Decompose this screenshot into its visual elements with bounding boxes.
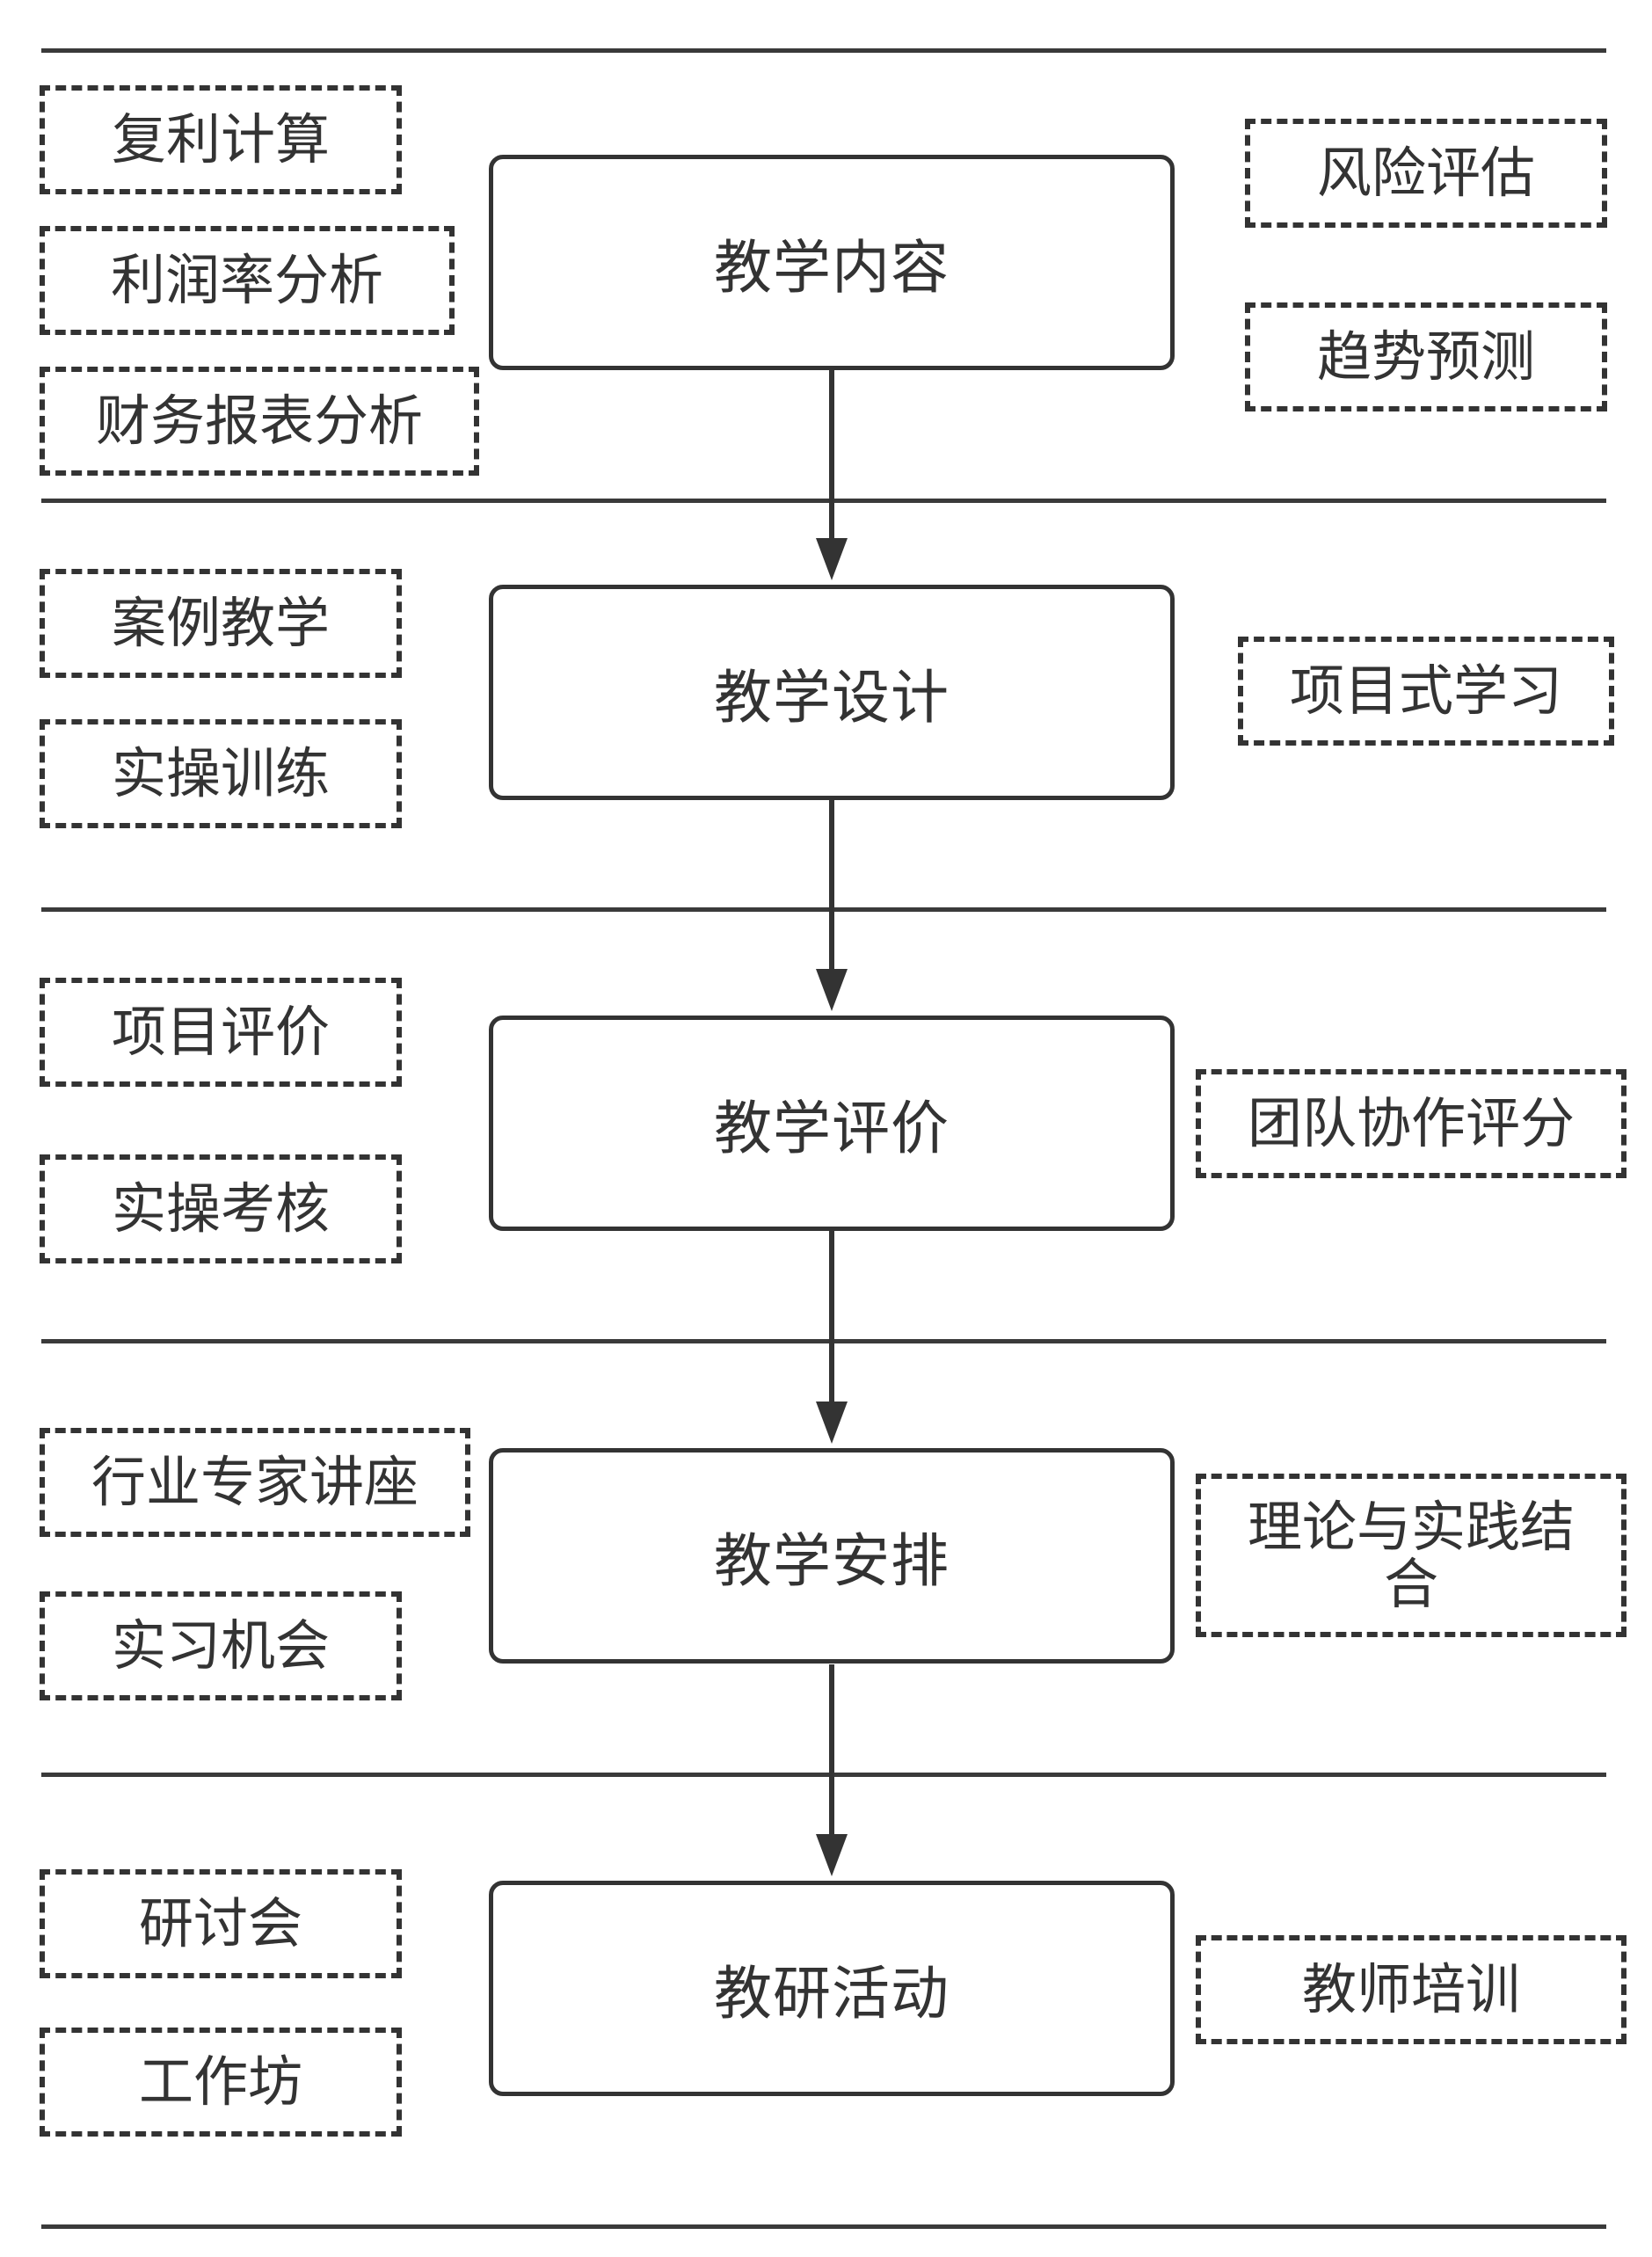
stage-label: 教学内容 [714, 233, 950, 302]
stage-box-evaluation: 教学评价 [489, 1016, 1175, 1231]
item-box: 团队协作评分 [1196, 1069, 1627, 1178]
item-box: 利润率分析 [40, 226, 455, 335]
item-box: 研讨会 [40, 1869, 402, 1978]
item-label: 项目评价 [111, 1000, 330, 1065]
item-box: 工作坊 [40, 2028, 402, 2137]
item-label: 实操训练 [111, 741, 330, 806]
item-box: 趋势预测 [1245, 302, 1607, 411]
stage-box-design: 教学设计 [489, 585, 1175, 800]
separator-line [41, 2224, 1606, 2229]
separator-line [41, 1339, 1606, 1343]
arrow-4-head [816, 1834, 848, 1876]
item-label: 风险评估 [1316, 141, 1535, 206]
item-label: 利润率分析 [110, 248, 383, 313]
item-box: 项目评价 [40, 978, 402, 1087]
item-box: 实操训练 [40, 719, 402, 828]
arrow-2-head [816, 969, 848, 1011]
separator-line [41, 48, 1606, 53]
item-box: 复利计算 [40, 85, 402, 194]
item-label: 行业专家讲座 [91, 1450, 418, 1515]
item-label: 团队协作评分 [1247, 1091, 1575, 1156]
arrow-1-head [816, 538, 848, 580]
stage-label: 教研活动 [714, 1959, 950, 2028]
item-box: 项目式学习 [1238, 637, 1614, 746]
item-box: 财务报表分析 [40, 367, 479, 476]
separator-line [41, 499, 1606, 503]
item-box: 风险评估 [1245, 119, 1607, 228]
stage-label: 教学评价 [714, 1094, 950, 1162]
separator-line [41, 907, 1606, 912]
item-box: 理论与实践结合 [1196, 1474, 1627, 1637]
item-label: 工作坊 [138, 2050, 302, 2115]
stage-box-arrangement: 教学安排 [489, 1448, 1175, 1664]
stage-label: 教学设计 [714, 663, 950, 732]
item-box: 教师培训 [1196, 1935, 1627, 2044]
item-label: 复利计算 [111, 107, 330, 172]
stage-box-content: 教学内容 [489, 155, 1175, 370]
item-label: 教师培训 [1301, 1957, 1520, 2022]
separator-line [41, 1773, 1606, 1777]
stage-label: 教学安排 [714, 1526, 950, 1595]
item-label: 案例教学 [111, 591, 330, 656]
item-label: 理论与实践结合 [1247, 1494, 1575, 1616]
item-label: 研讨会 [138, 1891, 302, 1956]
item-label: 实习机会 [111, 1613, 330, 1678]
arrow-3-head [816, 1402, 848, 1444]
item-label: 实操考核 [111, 1176, 330, 1241]
item-label: 财务报表分析 [95, 389, 423, 454]
item-box: 实操考核 [40, 1154, 402, 1263]
stage-box-research: 教研活动 [489, 1881, 1175, 2096]
item-box: 实习机会 [40, 1591, 402, 1700]
item-box: 行业专家讲座 [40, 1428, 470, 1537]
item-label: 趋势预测 [1316, 324, 1535, 390]
item-label: 项目式学习 [1289, 659, 1562, 724]
item-box: 案例教学 [40, 569, 402, 678]
